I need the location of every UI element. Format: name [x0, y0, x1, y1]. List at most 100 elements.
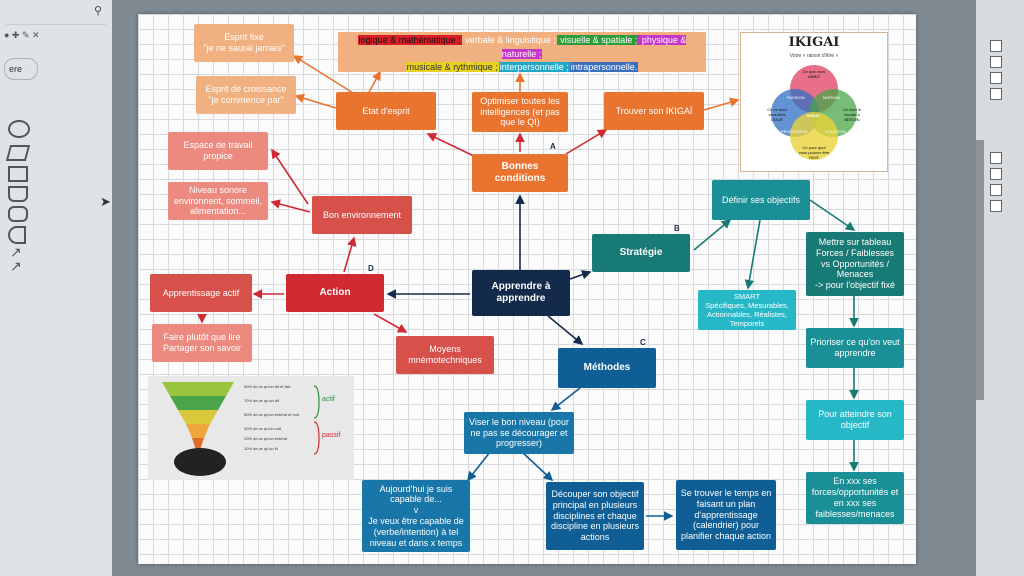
decouper-objectif-node[interactable]: Découper son objectif principal en plusi…	[546, 482, 644, 550]
intel-visuelle: visuelle & spatiale ;	[556, 35, 639, 45]
parallelogram-shape-icon[interactable]	[5, 145, 31, 161]
option-checkbox[interactable]	[990, 88, 1002, 100]
action-node[interactable]: Action	[286, 274, 384, 312]
link-objectifs-tableau	[809, 199, 856, 231]
ikigai-center: IKIGAI	[807, 113, 820, 118]
wave-shape-icon[interactable]	[8, 206, 28, 222]
arrow-shape-icon[interactable]: ↗	[10, 244, 22, 260]
trouver-temps-node[interactable]: Se trouver le temps en faisant un plan d…	[676, 480, 776, 550]
style-field[interactable]: ere	[4, 58, 38, 80]
espace-travail-node[interactable]: Espace de travail propice	[168, 132, 268, 170]
atteindre-objectif-node[interactable]: Pour atteindre son objectif	[806, 400, 904, 440]
funnel-actif-label: actif	[322, 396, 335, 403]
ikigai-aimez: Ce que vous AIMEZ	[802, 69, 826, 79]
bonnes-conditions-node[interactable]: Bonnes conditions	[472, 154, 568, 192]
left-toolbar-panel: ⚲ ● ✚ ✎ ✕ ere ↗ ↗ ➤	[0, 0, 112, 576]
niveau-sonore-node[interactable]: Niveau sonore environnent, sommeil, alim…	[168, 182, 268, 220]
link-env-sonore	[270, 199, 311, 213]
ikigai-mission: MISSION	[823, 95, 840, 100]
link-etat-croissance	[294, 93, 337, 109]
funnel-row: 10% de ce qu'on lit	[244, 446, 278, 451]
ikigai-passion: PASSION	[787, 95, 805, 100]
option-checkbox[interactable]	[990, 184, 1002, 196]
letter-a: A	[550, 142, 556, 151]
ikigai-image[interactable]: IKIGAI Votre « raison d'être » Ce que vo…	[740, 32, 888, 172]
ellipse-shape-icon[interactable]	[8, 120, 30, 138]
moon-shape-icon[interactable]	[8, 226, 26, 244]
document-shape-icon[interactable]	[8, 186, 28, 202]
apprentissage-actif-node[interactable]: Apprentissage actif	[150, 274, 252, 312]
forces-faiblesses-node[interactable]: En xxx ses forces/opportunités et en xxx…	[806, 472, 904, 524]
edit-tools-icons[interactable]: ● ✚ ✎ ✕	[4, 30, 40, 40]
funnel-row: 90% de ce qu'on dit et fait	[244, 384, 290, 389]
lire-partager-node[interactable]: Faire plutôt que lire Partager son savoi…	[152, 324, 252, 362]
link-center-methodes	[547, 315, 584, 346]
ikigai-besoin: Ce dont le monde a BESOIN	[842, 107, 862, 122]
esprit-croissance-node[interactable]: Esprit de croissance "je commence par"	[196, 76, 296, 114]
link-viser-decouper	[521, 451, 554, 482]
link-action-env	[343, 236, 357, 273]
cursor-icon: ➤	[100, 194, 111, 209]
option-checkbox[interactable]	[990, 200, 1002, 212]
connector-layer	[197, 55, 859, 521]
link-strategie-objectifs	[693, 218, 732, 251]
intel-verbale: verbale & linguistique ;	[462, 35, 556, 45]
intel-logique: logique & mathématique ;	[357, 35, 462, 45]
optimiser-node[interactable]: Optimiser toutes les intelligences (et p…	[472, 92, 568, 132]
strategie-node[interactable]: Stratégie	[592, 234, 690, 272]
ikigai-doue: Ce en quoi vous êtes DOUÉ	[767, 107, 787, 122]
option-checkbox[interactable]	[990, 168, 1002, 180]
funnel-row: 70% de ce qu'on dit	[244, 398, 280, 403]
esprit-fixe-node[interactable]: Esprit fixe "je ne saurai jamais"	[194, 24, 294, 62]
link-center-strategie	[569, 270, 592, 280]
vertical-scrollbar[interactable]	[976, 140, 984, 400]
option-checkbox[interactable]	[990, 72, 1002, 84]
funnel-graphic	[162, 382, 320, 476]
prioriser-node[interactable]: Prioriser ce qu'on veut apprendre	[806, 328, 904, 368]
intelligences-list: logique & mathématique ; verbale & lingu…	[338, 32, 706, 72]
link-action-memo	[373, 313, 408, 333]
link-methodes-viser	[550, 387, 581, 411]
funnel-row: 50% de ce qu'on entend et voit	[244, 412, 299, 417]
letter-c: C	[640, 338, 646, 347]
moyens-mnemotechniques-node[interactable]: Moyens mnémotechniques	[396, 336, 494, 374]
learning-pyramid-image[interactable]: actif passif 90% de ce qu'on dit et fait…	[148, 376, 354, 480]
intel-interpersonnelle: interpersonnelle ;	[498, 62, 570, 72]
link-objectifs-smart	[744, 219, 761, 290]
link-etat-fixe	[292, 55, 359, 97]
line-shape-icon[interactable]: ↗	[10, 258, 22, 274]
link-env-espace	[271, 148, 309, 205]
rectangle-shape-icon[interactable]	[8, 166, 28, 182]
methodes-node[interactable]: Méthodes	[558, 348, 656, 388]
ikigai-subtitle: Votre « raison d'être »	[789, 53, 839, 59]
link-viser-aujourdhui	[467, 451, 491, 482]
funnel-passif-label: passif	[322, 432, 341, 439]
link-bonnes-ikigai	[565, 129, 608, 155]
ikigai-vocation: VOCATION	[825, 129, 846, 134]
viser-niveau-node[interactable]: Viser le bon niveau (pour ne pas se déco…	[464, 412, 574, 454]
option-checkbox[interactable]	[990, 56, 1002, 68]
option-checkbox[interactable]	[990, 40, 1002, 52]
right-properties-panel	[976, 0, 1024, 576]
ikigai-node[interactable]: Trouver son IKIGAÏ	[604, 92, 704, 130]
apprendre-a-apprendre-node[interactable]: Apprendre à apprendre	[472, 270, 570, 316]
letter-d: D	[368, 264, 374, 273]
letter-b: B	[674, 224, 680, 233]
ikigai-title: IKIGAI	[788, 35, 840, 50]
search-bar[interactable]: ⚲	[6, 2, 106, 25]
bon-environnement-node[interactable]: Bon environnement	[312, 196, 412, 234]
tableau-swot-node[interactable]: Mettre sur tableau Forces / Faiblesses v…	[806, 232, 904, 296]
ikigai-venn	[771, 65, 857, 160]
funnel-row: 30% de ce qu'on voit	[244, 426, 282, 431]
option-checkbox[interactable]	[990, 152, 1002, 164]
etat-esprit-node[interactable]: Etat d'esprit	[336, 92, 436, 130]
aujourdhui-node[interactable]: Aujourd'hui je suis capable de... v Je v…	[362, 480, 470, 552]
smart-node[interactable]: SMART Spécifiques, Mesurables, Actionnab…	[698, 290, 796, 330]
link-etat-intel	[367, 70, 381, 95]
diagram-canvas[interactable]: logique & mathématique ; verbale & lingu…	[138, 14, 916, 564]
link-bonnes-etat	[426, 133, 479, 159]
funnel-row: 20% de ce qu'on entend	[244, 436, 288, 441]
definir-objectifs-node[interactable]: Définir ses objectifs	[712, 180, 810, 220]
intel-intrapersonnelle: intrapersonnelle.	[569, 62, 639, 72]
intel-musicale: musicale & rythmique ;	[405, 62, 499, 72]
